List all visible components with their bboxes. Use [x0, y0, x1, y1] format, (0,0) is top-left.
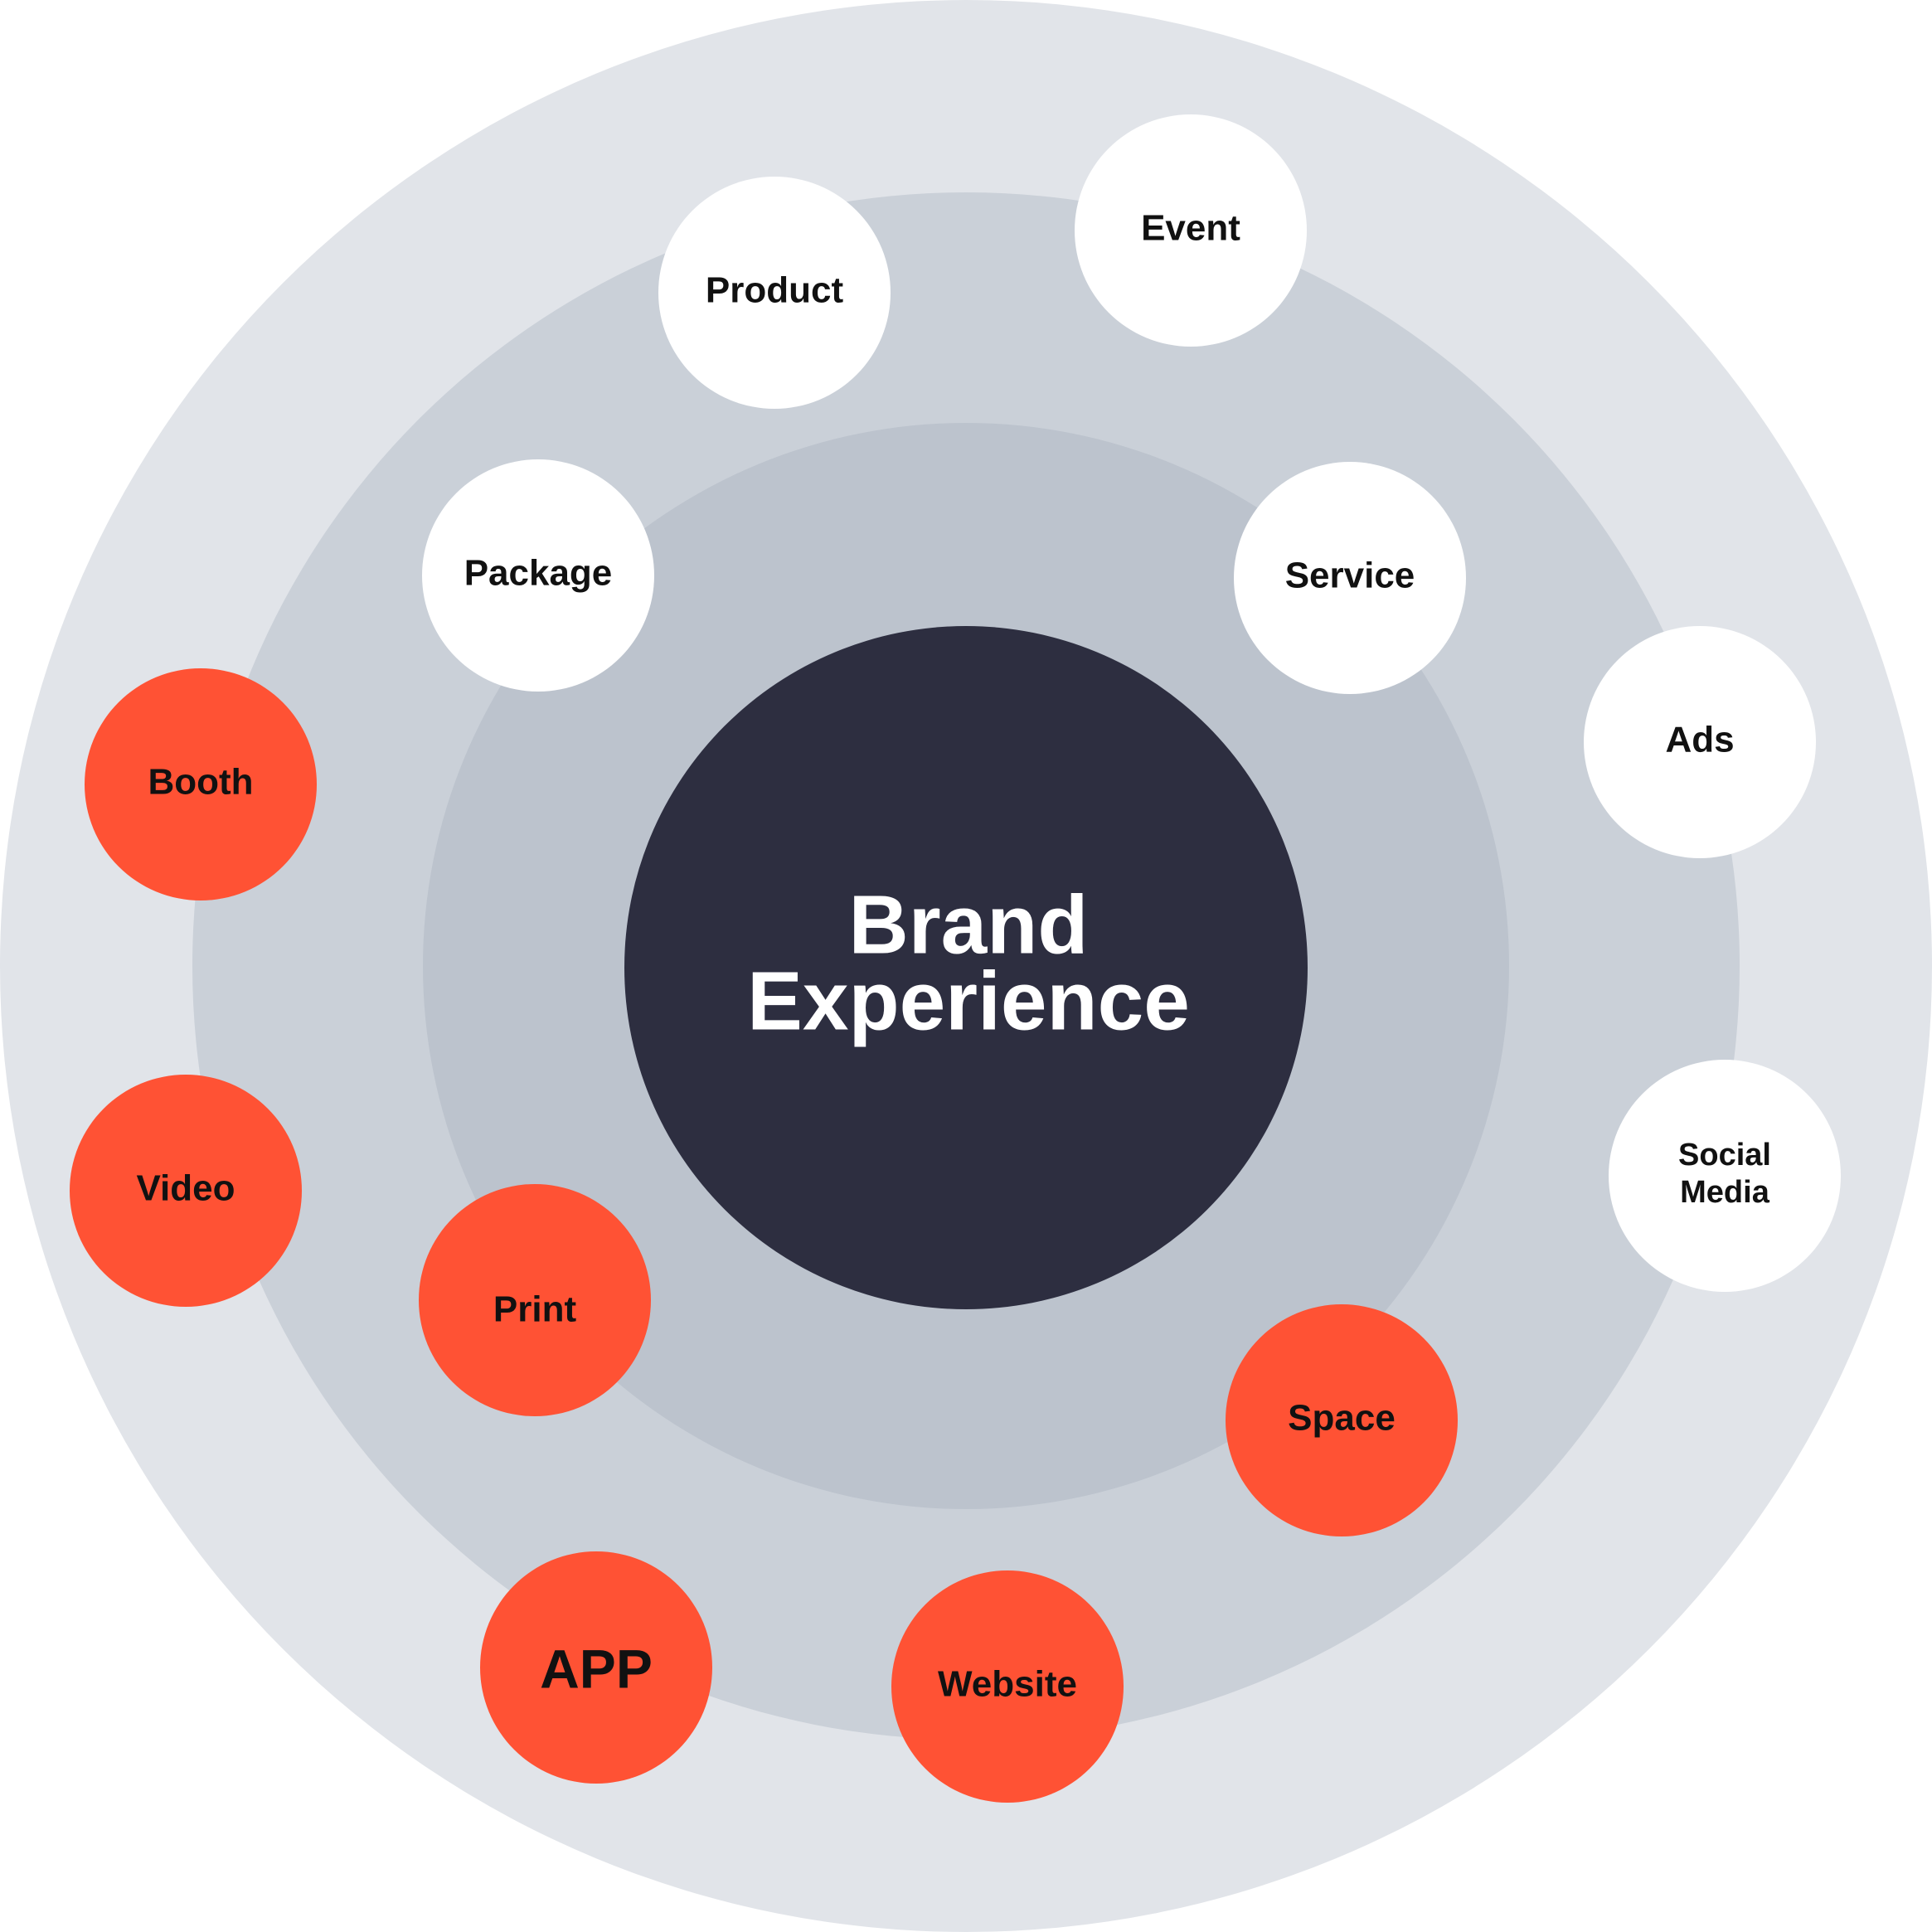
node-event-circle	[1075, 114, 1307, 347]
node-website-label: Website	[938, 1664, 1077, 1705]
node-social-media-circle	[1609, 1060, 1841, 1292]
node-app[interactable]: APP	[480, 1551, 712, 1784]
node-booth[interactable]: Booth	[85, 668, 317, 900]
node-print[interactable]: Print	[419, 1184, 651, 1416]
node-product-label: Product	[706, 270, 844, 311]
node-app-circle	[480, 1551, 712, 1784]
node-event[interactable]: Event	[1075, 114, 1307, 347]
center-title-line2: Experience	[747, 954, 1190, 1047]
node-booth-label: Booth	[148, 762, 253, 803]
node-product[interactable]: Product	[658, 177, 891, 409]
node-package[interactable]: Package	[422, 459, 654, 692]
node-package-label: Package	[464, 553, 613, 594]
node-service-circle	[1234, 462, 1466, 694]
node-event-label: Event	[1141, 208, 1240, 249]
node-app-label: APP	[540, 1638, 653, 1699]
core-circle	[624, 626, 1308, 1309]
node-social-media-label-line2: Media	[1680, 1175, 1770, 1210]
node-package-circle	[422, 459, 654, 692]
node-video-circle	[70, 1075, 302, 1307]
node-ads[interactable]: Ads	[1584, 626, 1816, 858]
node-booth-circle	[85, 668, 317, 900]
center-title-line1: Brand	[849, 878, 1089, 971]
node-print-label: Print	[493, 1289, 577, 1330]
node-website[interactable]: Website	[891, 1570, 1124, 1803]
node-space[interactable]: Space	[1226, 1304, 1458, 1536]
node-ads-circle	[1584, 626, 1816, 858]
node-service-label: Service	[1285, 556, 1415, 596]
node-website-circle	[891, 1570, 1124, 1803]
node-social-media-label-line1: Social	[1678, 1138, 1771, 1172]
node-space-circle	[1226, 1304, 1458, 1536]
node-video-label: Video	[136, 1168, 235, 1209]
node-product-circle	[658, 177, 891, 409]
node-print-circle	[419, 1184, 651, 1416]
node-ads-label: Ads	[1665, 720, 1734, 760]
node-social-media[interactable]: Social Media	[1609, 1060, 1841, 1292]
node-space-label: Space	[1288, 1398, 1396, 1439]
node-video[interactable]: Video	[70, 1075, 302, 1307]
node-service[interactable]: Service	[1234, 462, 1466, 694]
